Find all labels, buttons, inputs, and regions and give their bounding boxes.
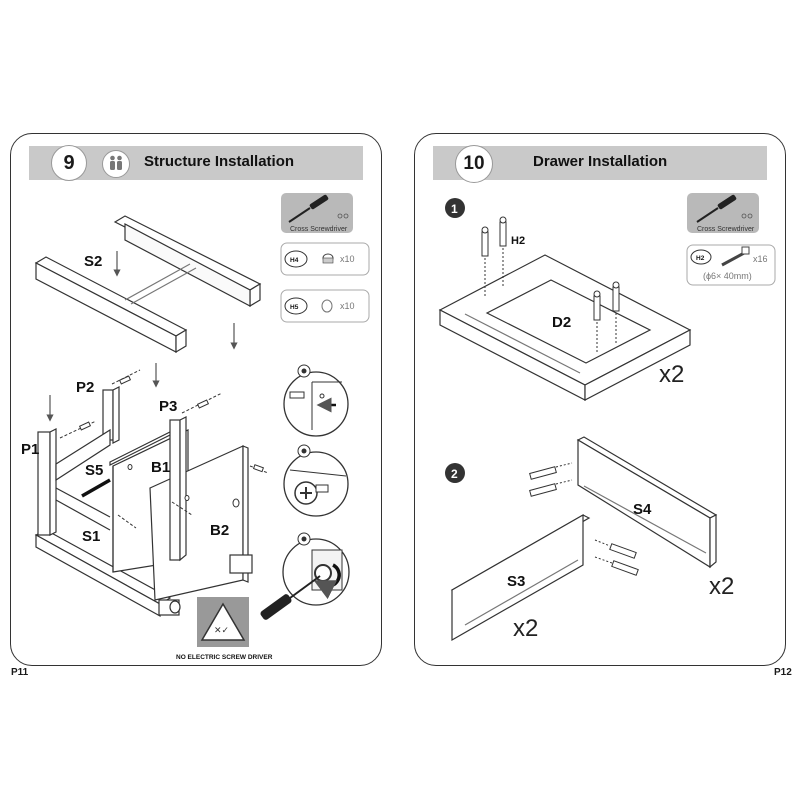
part-s3-drawing (450, 513, 591, 642)
part-label-p1: P1 (21, 441, 39, 458)
multiplier-s4: x2 (709, 573, 734, 600)
detail-circle-insert-dowel (283, 364, 349, 437)
hardware-h2-spec: (ϕ6× 40mm) (703, 271, 752, 281)
detail-circle-cam-lock (283, 444, 349, 517)
screwdriver-icon (696, 194, 737, 223)
dowel-end-icon (321, 299, 333, 313)
step-9-header: 9 Structure Installation (29, 145, 363, 181)
part-s2-drawing (34, 215, 262, 354)
hardware-h2-qty: x16 (753, 254, 768, 264)
part-label-s3: S3 (507, 573, 525, 590)
cam-lock-icon (322, 253, 334, 264)
detail-circle-tighten (260, 532, 350, 620)
hardware-h4-qty: x10 (340, 254, 355, 264)
part-label-p2: P2 (76, 379, 94, 396)
multiplier-d2: x2 (659, 361, 684, 388)
tool-label-left: Cross Screwdriver (290, 226, 348, 233)
part-label-p3: P3 (159, 398, 177, 415)
bolt-icon (721, 246, 750, 267)
tool-label-right: Cross Screwdriver (697, 226, 755, 233)
sub-step-2-badge: 2 (445, 463, 465, 483)
step-10-header: 10 Drawer Installation (433, 145, 767, 183)
hardware-h4-code: H4 (290, 257, 299, 264)
part-label-b1: B1 (151, 459, 170, 476)
page-number-right: P12 (774, 667, 792, 678)
h2-bolts-drawing (481, 216, 620, 352)
carcass-drawing (34, 386, 253, 618)
part-s4-drawing (576, 436, 718, 569)
part-d2-drawing (438, 254, 692, 401)
people-icon (102, 150, 130, 178)
hardware-h5-box: H5 x10 (280, 289, 370, 323)
step-9-title: Structure Installation (144, 153, 295, 170)
hardware-h5-code: H5 (290, 304, 299, 311)
hardware-h5-qty: x10 (340, 301, 355, 311)
sub-step-1-badge: 1 (445, 198, 465, 218)
part-label-s5: S5 (85, 462, 103, 479)
warning-text: NO ELECTRIC SCREW DRIVER (176, 654, 273, 661)
screwdriver-handle-icon (260, 575, 321, 620)
h2-bolts-side (529, 462, 639, 576)
page-number-left: P11 (11, 667, 29, 678)
part-label-s1: S1 (82, 528, 100, 545)
screwdriver-icon (288, 194, 329, 223)
warning-symbols-icon: ✕✓ (214, 626, 229, 636)
hardware-h4-box: H4 x10 (280, 242, 370, 276)
step-10-number: 10 (455, 145, 493, 183)
hardware-h2-code: H2 (696, 255, 705, 262)
hardware-h2-box: H2 x16 (ϕ6× 40mm) (686, 244, 776, 286)
part-label-h2: H2 (511, 235, 525, 247)
no-electric-screwdriver-warning: ✕✓ NO ELECTRIC SCREW DRIVER (176, 597, 273, 661)
part-label-d2: D2 (552, 314, 571, 331)
sub-step-2-number: 2 (451, 467, 458, 481)
part-label-s2: S2 (84, 253, 102, 270)
step-10-title: Drawer Installation (533, 153, 668, 170)
sub-step-1-number: 1 (451, 202, 458, 216)
fastener-markers (59, 369, 269, 529)
step-9-number: 9 (51, 145, 87, 181)
screwdriver-tool-box-right: Cross Screwdriver (687, 193, 759, 233)
part-label-b2: B2 (210, 522, 229, 539)
multiplier-s3: x2 (513, 615, 538, 642)
screwdriver-tool-box-left: Cross Screwdriver (281, 193, 353, 233)
part-label-s4: S4 (633, 501, 652, 518)
